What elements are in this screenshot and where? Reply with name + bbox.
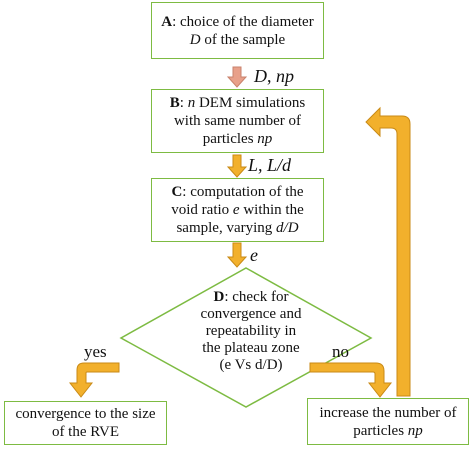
arrow-a-b-var-d: D [254,66,267,86]
outcome-box-increase-particles: increase the number of particles np [307,398,469,445]
outcome-increase-line-1: increase the number of [319,404,457,421]
step-c-line-2: void ratio e within the [171,201,304,219]
arrow-c-d-label: e [250,245,258,265]
arrow-b-c-label: L, L/d [248,155,292,175]
decision-d-text: D: check for convergence and repeatabili… [186,289,316,374]
branch-no-label: no [332,342,349,361]
step-a-line-2: D of the sample [190,31,285,49]
arrow-a-b-sep: , [267,66,276,86]
arrow-yes-branch [68,362,120,398]
step-a-symbol: D [189,31,201,48]
step-a-text: : choice of the diameter [172,13,314,30]
step-box-a: A: choice of the diameter D of the sampl… [151,2,324,59]
step-c-line-2-text: void ratio [171,202,233,218]
decision-d-line-1: D: check for [186,289,316,306]
decision-d-text-1: : check for [224,289,289,305]
step-c-text: : computation of the [182,184,304,200]
outcome-increase-line-2-text: particles [353,422,408,439]
step-box-b: B: n DEM simulations with same number of… [151,89,324,153]
arrow-a-b-label: D, np [254,66,294,87]
step-b-line-2: with same number of [173,113,302,129]
outcome-box-convergence: convergence to the size of the RVE [4,401,167,445]
step-a-label: A [161,13,173,30]
arrow-loop-back [365,106,411,397]
step-b-line-3-text: particles [202,131,258,147]
outcome-convergence-line-1: convergence to the size [15,406,156,422]
step-c-line-3-text: sample, varying [176,220,277,236]
step-c-line-2-end: within the [239,202,304,218]
step-b-var-np: np [257,131,273,147]
arrow-a-to-b [226,66,248,88]
arrow-no-branch [309,362,393,398]
outcome-increase-line-2: particles np [353,422,423,440]
decision-diamond-d [119,267,373,408]
branch-yes-label: yes [84,342,107,361]
decision-d-line-5: (e Vs d/D) [219,357,283,373]
step-a-text-2: of the sample [200,31,286,48]
step-c-var-dd: d/D [276,220,299,236]
step-b-line-1: B: n DEM simulations [170,94,305,112]
step-a-line-1: A: choice of the diameter [161,13,313,31]
decision-d-label: D [213,289,225,305]
step-b-colon: : [179,95,188,111]
decision-d-line-3: repeatability in [205,323,297,339]
outcome-increase-var-np: np [407,422,423,439]
arrow-a-b-var-np: np [276,66,294,86]
step-c-line-3: sample, varying d/D [176,219,298,237]
step-c-label: C [171,184,183,200]
step-c-line-1: C: computation of the [171,183,303,201]
step-b-text: DEM simulations [195,95,306,111]
step-c-var-e: e [232,202,240,218]
arrow-b-to-c [226,154,248,178]
arrow-c-to-d [226,242,248,268]
step-b-label: B [169,95,180,111]
step-box-c: C: computation of the void ratio e withi… [151,178,324,242]
decision-d-line-2: convergence and [200,306,302,322]
step-b-line-3: particles np [203,130,273,148]
decision-d-line-4: the plateau zone [202,340,300,356]
step-b-var-n: n [187,95,196,111]
outcome-convergence-line-2: of the RVE [51,424,120,440]
